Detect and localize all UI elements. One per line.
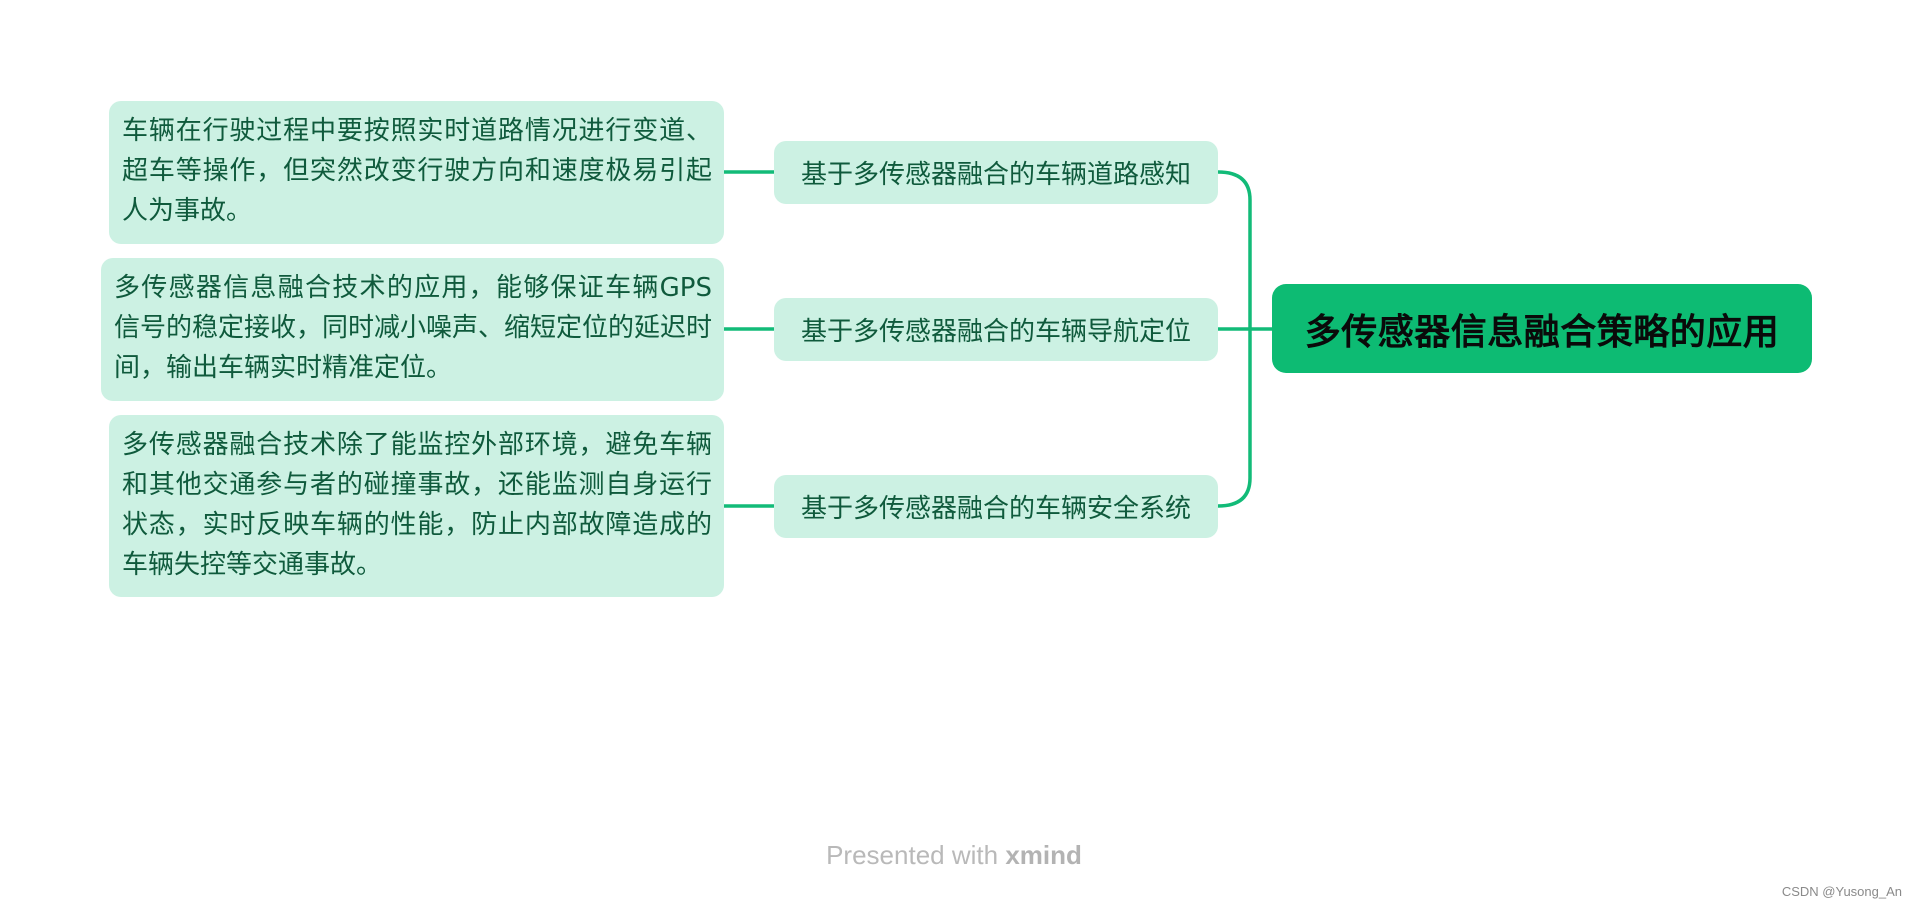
branch-topic-navigation-positioning[interactable]: 基于多传感器融合的车辆导航定位 bbox=[774, 298, 1218, 361]
xmind-logo-text: xmind bbox=[1005, 840, 1082, 870]
branch-topic-road-perception[interactable]: 基于多传感器融合的车辆道路感知 bbox=[774, 141, 1218, 204]
detail-topic-road-perception[interactable]: 车辆在行驶过程中要按照实时道路情况进行变道、超车等操作，但突然改变行驶方向和速度… bbox=[109, 101, 724, 244]
branch-topic-safety-system[interactable]: 基于多传感器融合的车辆安全系统 bbox=[774, 475, 1218, 538]
detail-topic-safety-system[interactable]: 多传感器融合技术除了能监控外部环境，避免车辆和其他交通参与者的碰撞事故，还能监测… bbox=[109, 415, 724, 597]
root-topic[interactable]: 多传感器信息融合策略的应用 bbox=[1272, 284, 1812, 373]
footer-presented-text: Presented with bbox=[826, 840, 999, 870]
presented-with-footer: Presented with xmind bbox=[0, 840, 1908, 871]
csdn-watermark: CSDN @Yusong_An bbox=[1781, 884, 1902, 899]
detail-topic-navigation-positioning[interactable]: 多传感器信息融合技术的应用，能够保证车辆GPS 信号的稳定接收，同时减小噪声、缩… bbox=[101, 258, 724, 401]
connector-spine bbox=[1216, 170, 1252, 508]
